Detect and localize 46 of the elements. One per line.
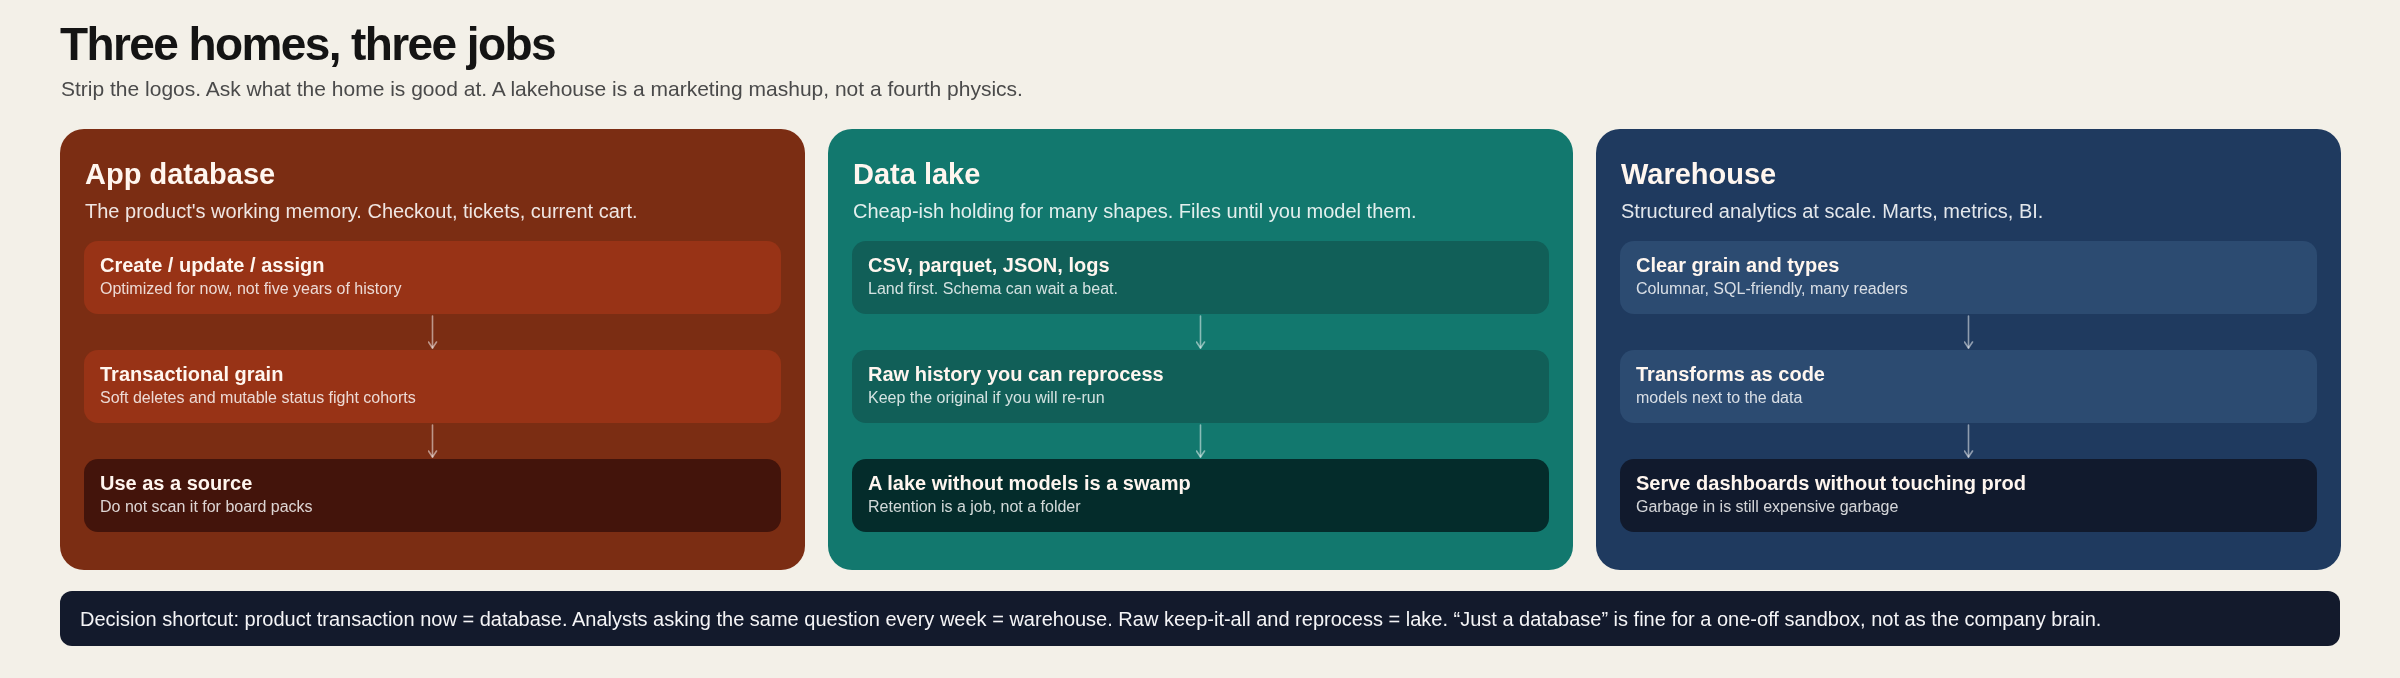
card-title: Use as a source (100, 471, 253, 496)
category-panel (60, 129, 805, 570)
step-card (1620, 350, 2317, 423)
card-description: Retention is a job, not a folder (868, 497, 1081, 517)
step-card (84, 350, 781, 423)
panel-description: Cheap-ish holding for many shapes. Files until you model them. (853, 199, 1417, 224)
arrow (427, 424, 438, 458)
step-card (84, 459, 781, 532)
card-title: A lake without models is a swamp (868, 471, 1191, 496)
card-title: Transforms as code (1636, 362, 1825, 387)
step-card (852, 459, 1549, 532)
card-description: models next to the data (1636, 388, 1803, 408)
step-card (84, 241, 781, 314)
card-title: Clear grain and types (1636, 253, 1840, 278)
card-title: Serve dashboards without touching prod (1636, 471, 2027, 496)
card-description: Garbage in is still expensive garbage (1636, 497, 1899, 517)
card-title: CSV, parquet, JSON, logs (868, 253, 1110, 278)
card-description: Optimized for now, not five years of history (100, 279, 402, 299)
category-panel (1596, 129, 2341, 570)
note-text: Decision shortcut: product transaction now = database. Analysts asking the same question every week = warehouse. Raw keep-it-all and reprocess = lake. “Just a database” is fine for a one-off sandbox, not as the company brain. (80, 606, 2102, 632)
panel-description: Structured analytics at scale. Marts, metrics, BI. (1621, 199, 2044, 224)
step-card (1620, 459, 2317, 532)
arrow (1195, 315, 1206, 349)
step-card (852, 350, 1549, 423)
card-description: Keep the original if you will re-run (868, 388, 1105, 408)
card-description: Do not scan it for board packs (100, 497, 313, 517)
card-title: Raw history you can reprocess (868, 362, 1164, 387)
panel-heading: Warehouse (1621, 157, 1777, 192)
subtitle: Strip the logos. Ask what the home is good at. A lakehouse is a marketing mashup, not a fourth physics. (61, 76, 1023, 102)
panel-heading: Data lake (853, 157, 981, 192)
panel-heading: App database (85, 157, 276, 192)
arrow (1963, 315, 1974, 349)
arrow (427, 315, 438, 349)
card-description: Soft deletes and mutable status fight cohorts (100, 388, 416, 408)
step-card (1620, 241, 2317, 314)
card-description: Land first. Schema can wait a beat. (868, 279, 1118, 299)
card-title: Create / update / assign (100, 253, 325, 278)
arrow (1195, 424, 1206, 458)
panel-description: The product's working memory. Checkout, tickets, current cart. (85, 199, 638, 224)
step-card (852, 241, 1549, 314)
card-title: Transactional grain (100, 362, 284, 387)
note-bar (60, 591, 2340, 646)
card-description: Columnar, SQL-friendly, many readers (1636, 279, 1908, 299)
diagram-title: Three homes, three jobs (60, 17, 555, 72)
category-panel (828, 129, 1573, 570)
arrow (1963, 424, 1974, 458)
